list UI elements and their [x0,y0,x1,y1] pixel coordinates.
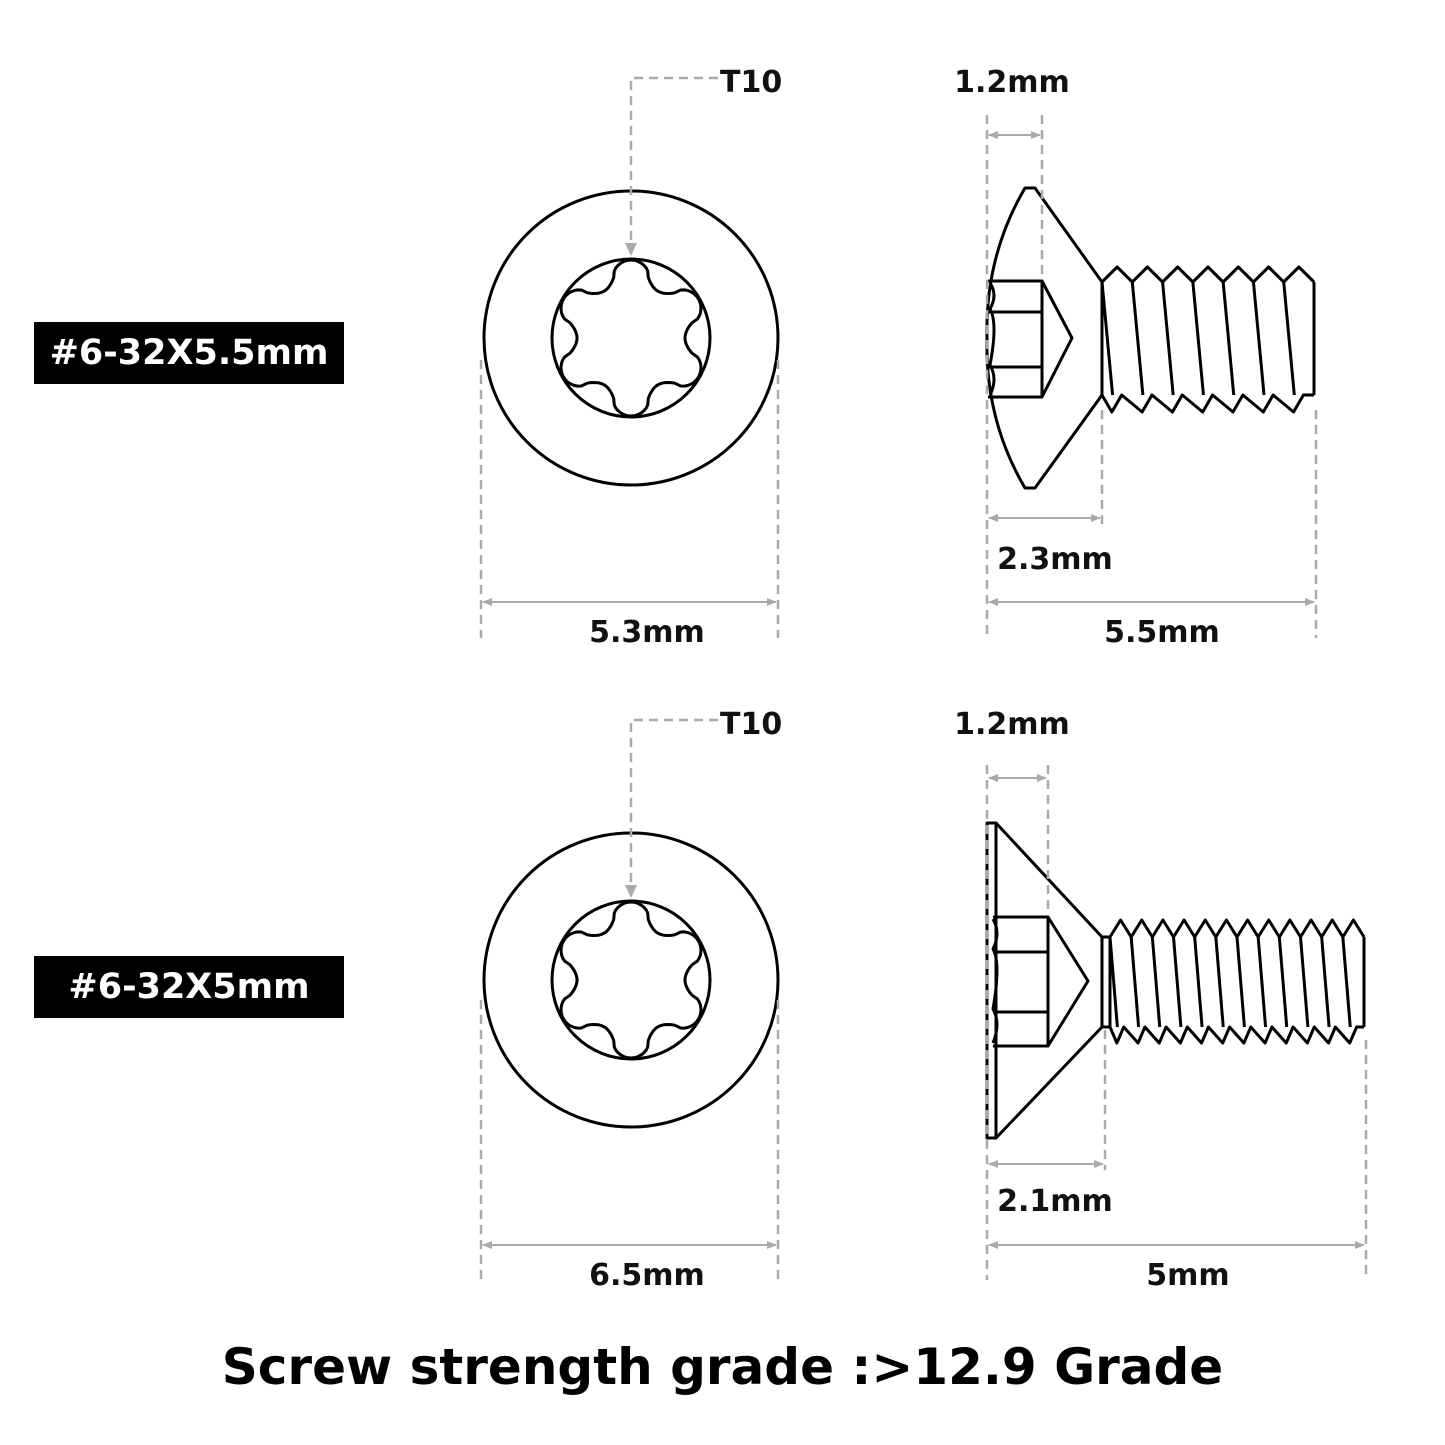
drive-label: T10 [720,65,782,100]
screw-label-1: #6-32X5.5mm [34,322,344,384]
head-height-label: 1.2mm [954,707,1070,742]
diameter-extension-lines [479,360,780,638]
thread-flanks [1108,936,1352,1028]
shaft-ends [1100,282,1316,395]
thread-flanks [1100,281,1296,396]
head-length-label: 2.1mm [997,1184,1113,1219]
torx-star-icon [559,900,703,1060]
screw-2-top-view: T10 6.5mm [479,707,782,1293]
recess-lobes [988,282,996,396]
drive-recess [988,279,1074,399]
screw-label-2: #6-32X5mm [34,956,344,1018]
head-length-label: 2.3mm [997,542,1113,577]
strength-grade-caption: Screw strength grade :>12.9 Grade [221,1338,1224,1396]
head-top-flat [985,821,998,1140]
oval-head [985,186,1104,490]
drive-leader [629,76,718,245]
leader-arrow [625,885,637,898]
thread-section [1100,265,1316,414]
drive-label: T10 [720,707,782,742]
diameter-extension-lines [479,1000,780,1280]
total-length-label: 5.5mm [1104,615,1220,650]
total-length-label: 5mm [1146,1258,1229,1293]
thread-crest-bottom [1100,393,1314,414]
extension-lines [985,115,1318,638]
thread-crest-top [1108,918,1366,939]
torx-star-icon [559,258,703,418]
screw-1-top-view: T10 5.3mm [479,65,782,650]
recess-lobes [991,918,999,1044]
countersunk-cone [994,821,1104,1140]
thread-crest-top [1100,265,1316,284]
screw-1-side-view: 1.2mm 2.3mm 5.5mm [954,65,1318,650]
screw-2-side-view: 1.2mm 2.1mm 5mm [954,707,1368,1293]
drive-leader [629,718,718,887]
head-diameter-label: 5.3mm [589,615,705,650]
head-diameter-label: 6.5mm [589,1258,705,1293]
shaft-ends [1108,937,1366,1027]
thread-crest-bottom [1108,1025,1364,1045]
head-height-label: 1.2mm [954,65,1070,100]
leader-arrow [625,243,637,256]
extension-lines [985,765,1368,1280]
thread-section [1108,918,1366,1045]
drive-recess [993,915,1090,1048]
